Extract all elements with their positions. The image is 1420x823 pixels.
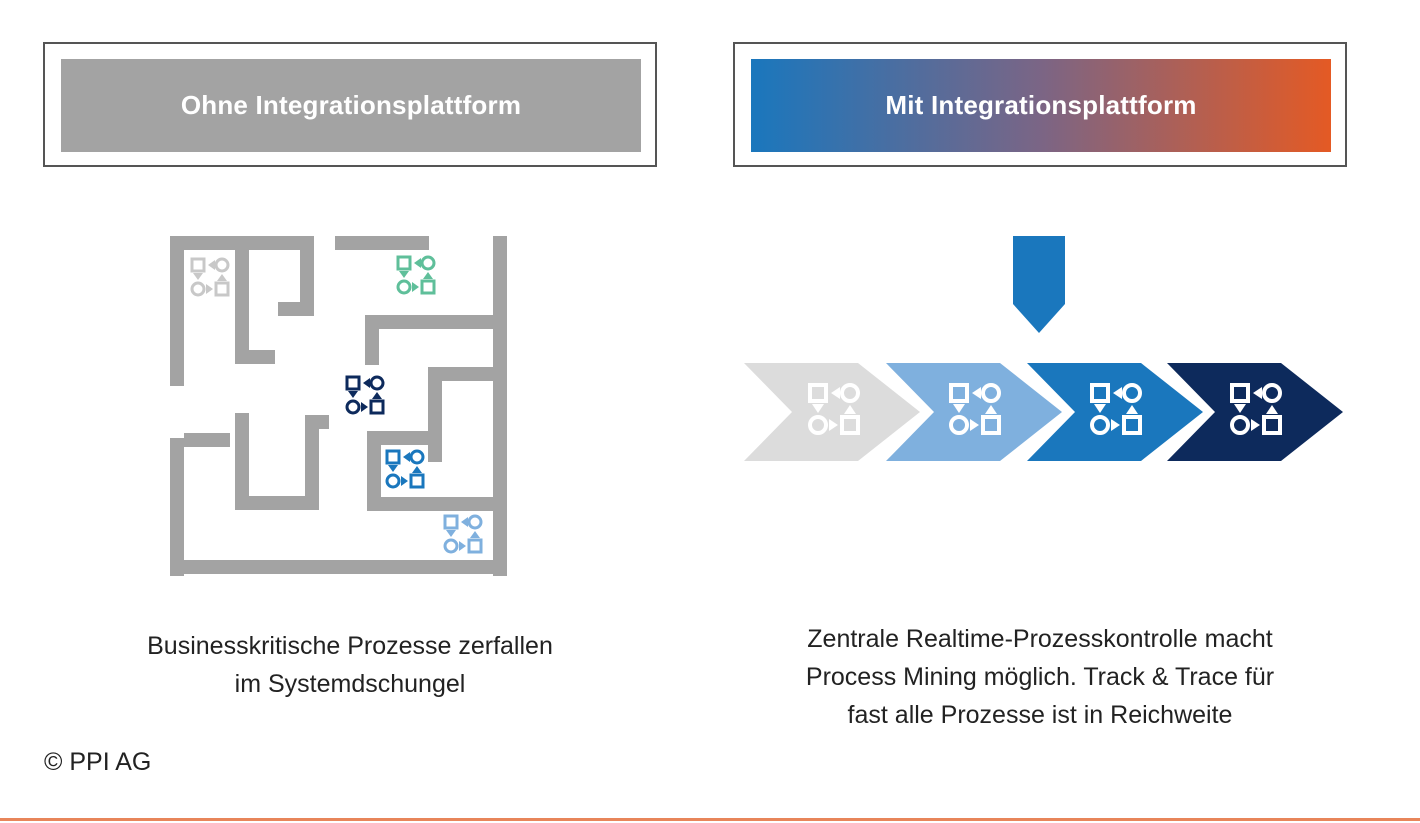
left-panel-header: Ohne Integrationsplattform <box>43 42 657 167</box>
left-caption-line-2: im Systemdschungel <box>234 670 466 698</box>
down-arrow-icon <box>1013 236 1065 333</box>
right-caption: Zentrale Realtime-Prozesskontrolle macht… <box>740 620 1340 734</box>
maze-process-icon-navy <box>345 375 385 415</box>
left-panel-title: Ohne Integrationsplattform <box>61 59 641 152</box>
process-stage-2 <box>886 363 1062 461</box>
process-stage-3 <box>1027 363 1203 461</box>
left-caption: Businesskritische Prozesse zerfallen im … <box>80 627 620 703</box>
process-chain-diagram <box>744 236 1343 461</box>
maze-walls <box>170 236 507 576</box>
copyright-notice: © PPI AG <box>44 748 152 776</box>
maze-process-icon-blue <box>385 449 425 489</box>
right-panel-title: Mit Integrationsplattform <box>751 59 1331 152</box>
maze-process-icon-light-blue <box>443 514 483 554</box>
bottom-divider <box>0 818 1420 821</box>
process-stage-1 <box>744 363 920 461</box>
process-stage-4 <box>1167 363 1343 461</box>
right-caption-line-2: Process Mining möglich. Track & Trace fü… <box>805 663 1275 691</box>
maze-diagram <box>170 236 507 576</box>
maze-process-icon-light-gray <box>190 257 230 297</box>
left-caption-line-1: Businesskritische Prozesse zerfallen <box>147 632 553 660</box>
right-panel-header: Mit Integrationsplattform <box>733 42 1347 167</box>
right-caption-line-1: Zentrale Realtime-Prozesskontrolle macht <box>807 625 1273 653</box>
right-caption-line-3: fast alle Prozesse ist in Reichweite <box>847 701 1233 729</box>
maze-process-icon-teal <box>396 255 436 295</box>
